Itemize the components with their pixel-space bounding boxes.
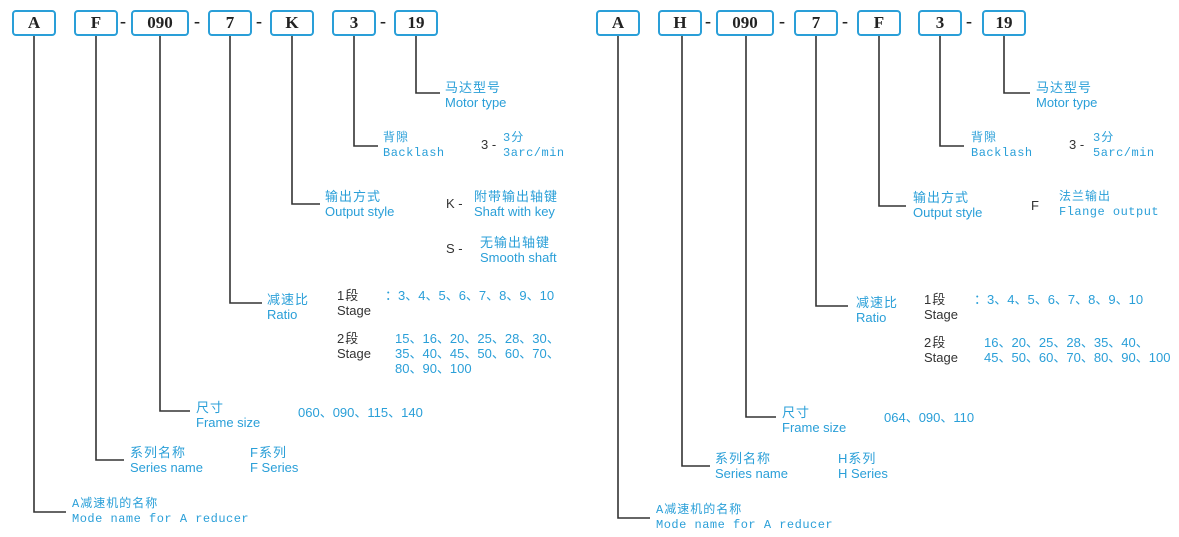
- leader-line-output: [291, 36, 320, 205]
- output-option-code: F: [1031, 198, 1039, 213]
- leader-lines: [33, 36, 440, 513]
- leader-line-frame: [745, 36, 776, 418]
- code-separator: -: [194, 11, 200, 31]
- leader-line-backlash: [939, 36, 964, 147]
- code-box-model: A: [596, 10, 640, 36]
- code-box-output: K: [270, 10, 314, 36]
- code-box-frame: 090: [716, 10, 774, 36]
- leader-line-model: [33, 36, 66, 513]
- frame-size-values: 060、090、115、140: [298, 405, 423, 420]
- leader-line-output: [878, 36, 906, 207]
- ratio-stage1-values: ：3、4、5、6、7、8、9、10: [385, 288, 555, 303]
- code-box-frame: 090: [131, 10, 189, 36]
- code-box-backlash: 3: [332, 10, 376, 36]
- code-box-motor: 19: [394, 10, 438, 36]
- leader-line-frame: [159, 36, 190, 412]
- backlash-code: 3 -: [481, 137, 497, 152]
- code-separator: -: [256, 11, 262, 31]
- code-box-series: H: [658, 10, 702, 36]
- frame-size-values: 064、090、110: [884, 410, 975, 425]
- code-separator: -: [705, 11, 711, 31]
- leader-line-series: [681, 36, 710, 467]
- leader-line-model: [617, 36, 650, 519]
- code-box-model: A: [12, 10, 56, 36]
- code-box-backlash: 3: [918, 10, 962, 36]
- leader-line-series: [95, 36, 124, 461]
- code-box-output: F: [857, 10, 901, 36]
- code-separator: -: [842, 11, 848, 31]
- code-box-series: F: [74, 10, 118, 36]
- output-option-code: K -: [446, 196, 463, 211]
- code-separator: -: [779, 11, 785, 31]
- ratio-stage2-values: 16、20、25、28、35、40、45、50、60、70、80、90、100: [984, 335, 1171, 365]
- leader-line-motor: [1003, 36, 1030, 94]
- code-box-ratio: 7: [794, 10, 838, 36]
- leader-lines: [617, 36, 1030, 519]
- leader-line-motor: [415, 36, 440, 94]
- code-box-motor: 19: [982, 10, 1026, 36]
- ratio-stage2-values: 15、16、20、25、28、30、35、40、45、50、60、70、80、9…: [395, 331, 560, 376]
- backlash-code: 3 -: [1069, 137, 1085, 152]
- code-separator: -: [120, 11, 126, 31]
- ratio-stage1-values: ：3、4、5、6、7、8、9、10: [974, 292, 1144, 307]
- leader-line-ratio: [229, 36, 262, 304]
- leader-line-backlash: [353, 36, 378, 147]
- code-separator: -: [966, 11, 972, 31]
- code-separator: -: [380, 11, 386, 31]
- output-option-code: S -: [446, 241, 463, 256]
- leader-line-ratio: [815, 36, 848, 307]
- code-box-ratio: 7: [208, 10, 252, 36]
